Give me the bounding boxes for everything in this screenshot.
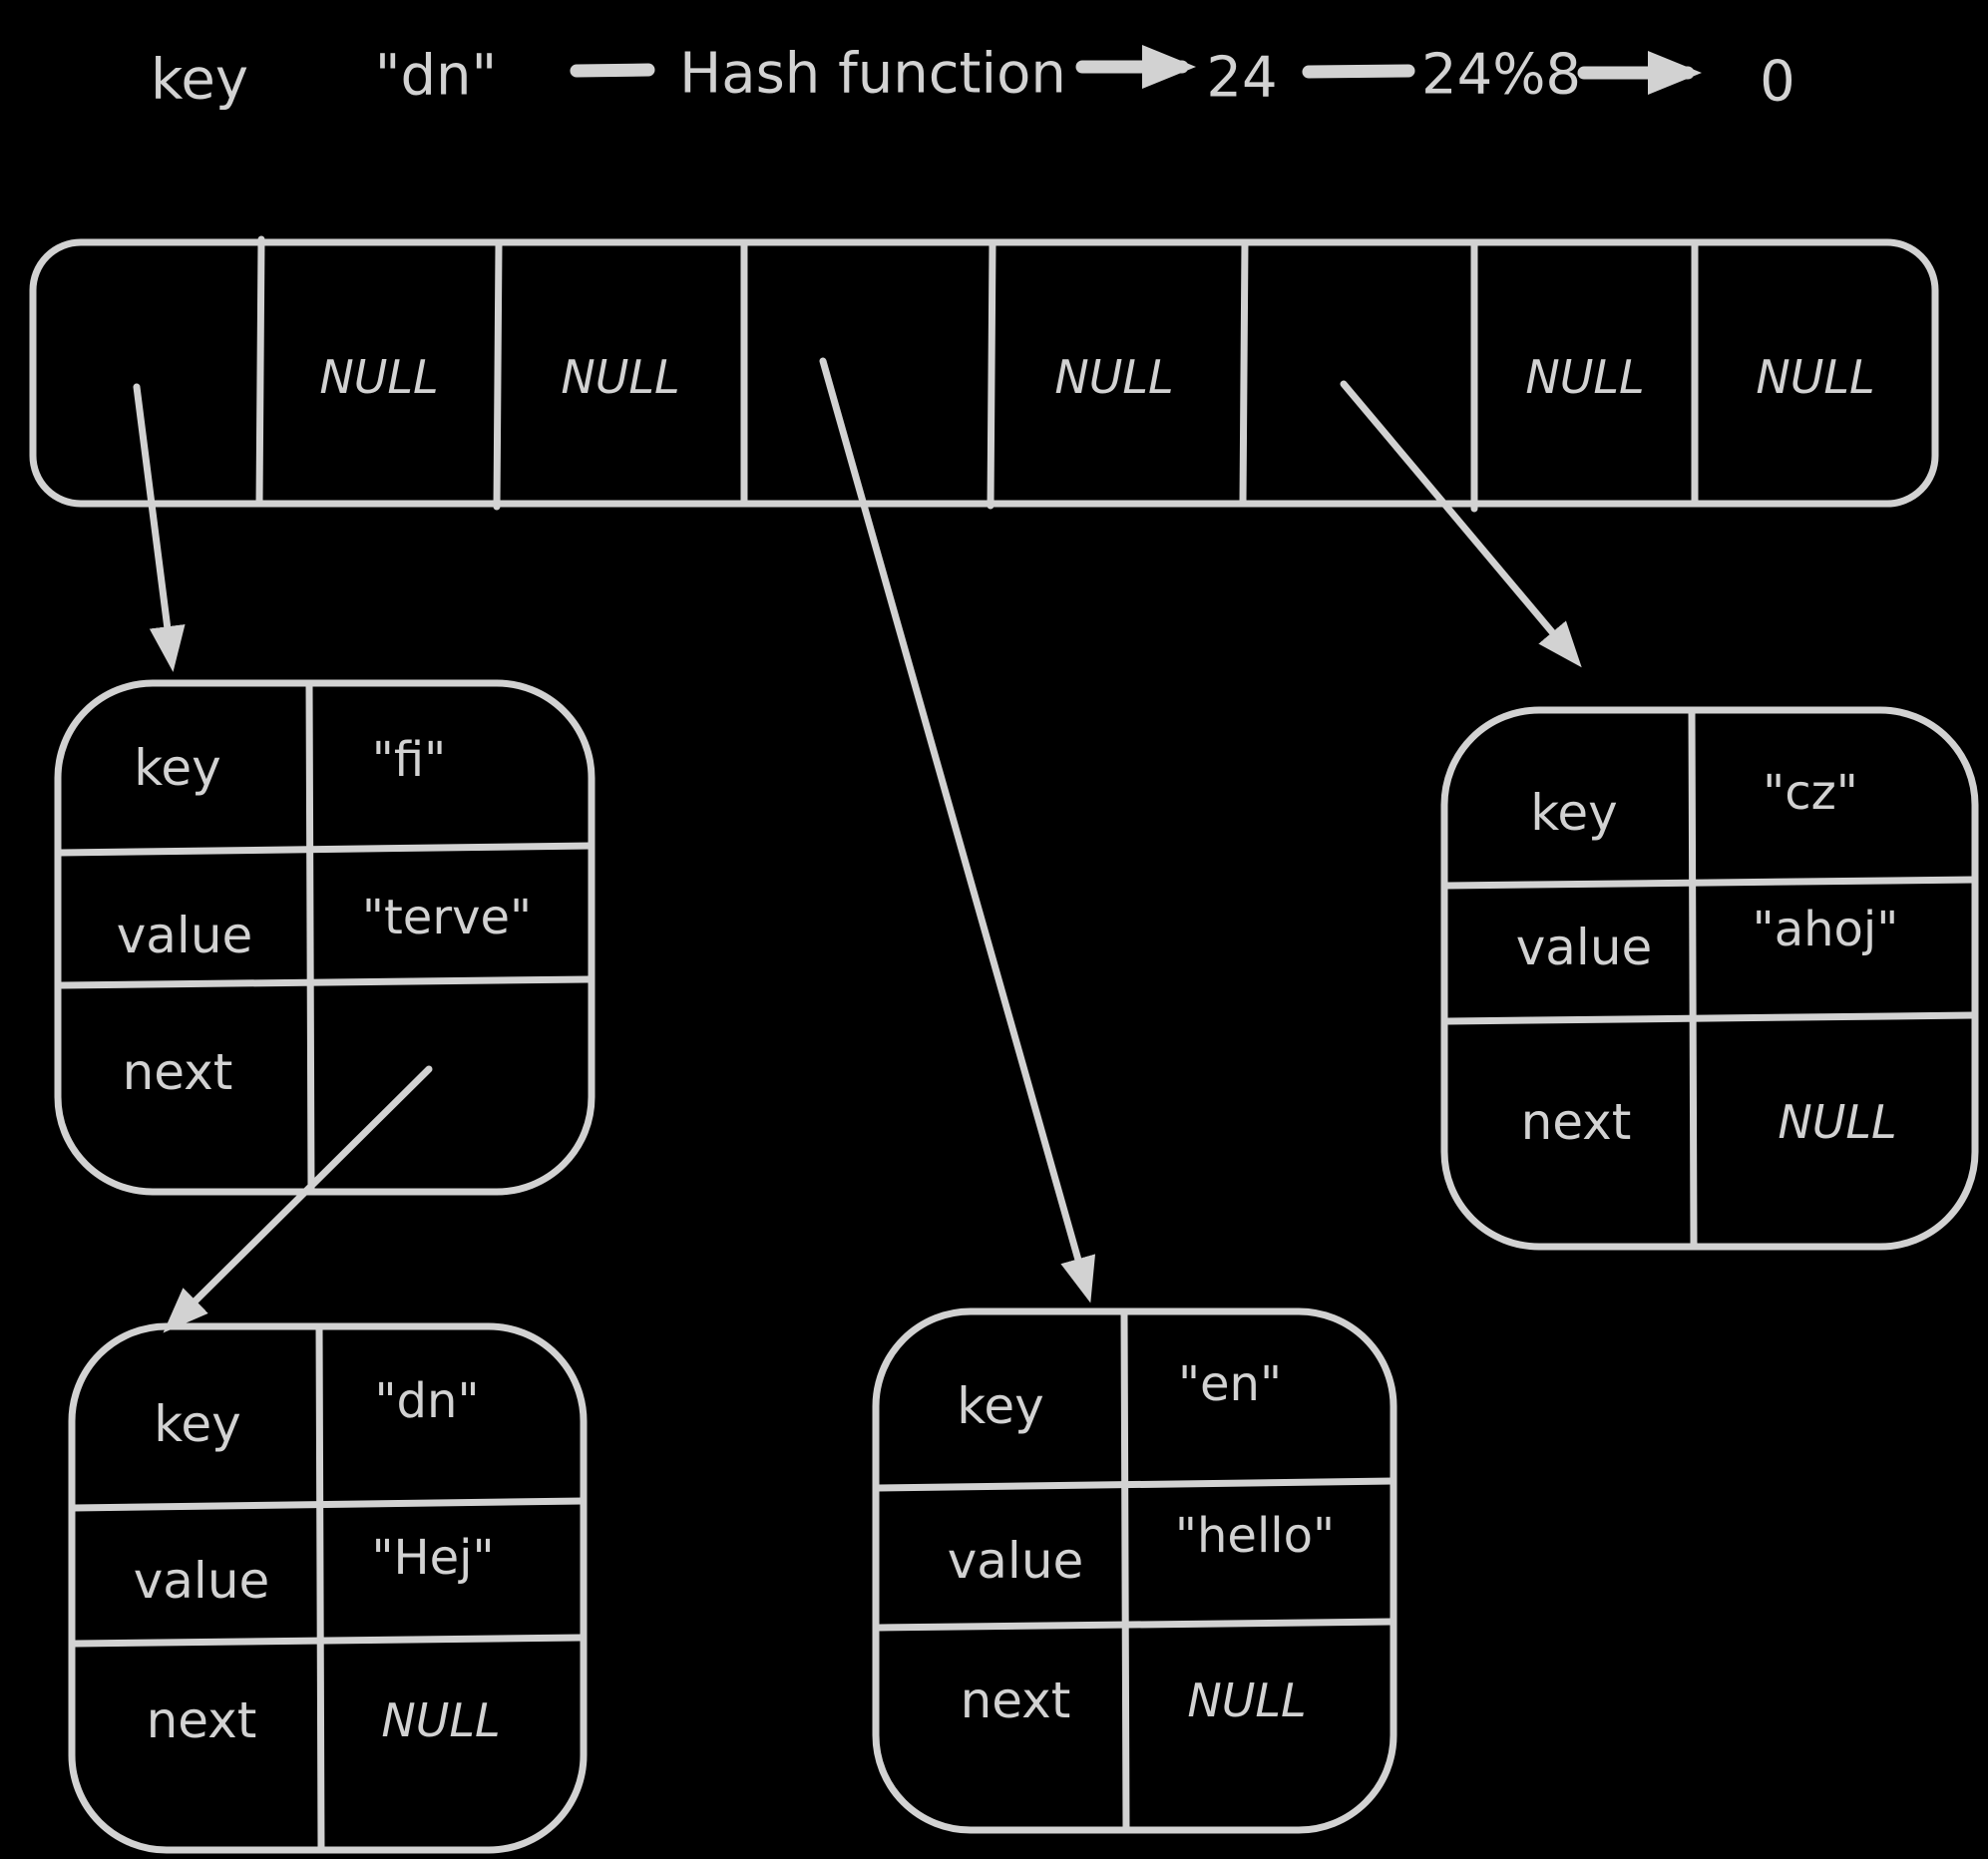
node-cz-row-divider-1 <box>1442 876 1979 890</box>
node-fi-row-divider-2 <box>58 975 593 989</box>
hash-table-array: NULL NULL NULL NULL NULL <box>29 235 1939 513</box>
node-dn-value-value: "Hej" <box>371 1530 494 1586</box>
node-fi-next-label: next <box>123 1043 233 1101</box>
node-fi: key "fi" value "terve" next <box>54 679 596 1196</box>
node-fi-key-value: "fi" <box>372 732 446 788</box>
arrow-slot3-to-en-node <box>819 357 1096 1303</box>
node-dn-outline <box>68 1322 588 1854</box>
node-cz-key-label: key <box>1530 784 1618 842</box>
node-fi-value-label: value <box>117 907 253 964</box>
formula-dash-1 <box>570 63 655 78</box>
node-cz-next-label: next <box>1521 1093 1632 1151</box>
node-dn-key-value: "dn" <box>374 1373 479 1429</box>
formula-dash-2 <box>1302 64 1415 79</box>
array-slot-2-null: NULL <box>561 350 679 404</box>
node-fi-value-value: "terve" <box>362 890 532 945</box>
node-cz-key-value: "cz" <box>1763 765 1858 821</box>
node-dn-col-divider <box>315 1322 325 1854</box>
array-divider-5 <box>1239 238 1249 508</box>
formula-key-label: key <box>151 48 248 113</box>
array-divider-1 <box>255 235 265 508</box>
array-slot-7-null: NULL <box>1756 350 1874 404</box>
node-en-value-value: "hello" <box>1175 1508 1335 1564</box>
arrow-slot0-to-fi-node <box>133 383 186 672</box>
formula-hash-output: 24 <box>1206 46 1277 111</box>
node-fi-row-divider-1 <box>56 842 596 857</box>
node-cz-col-divider <box>1688 706 1698 1251</box>
node-cz-value-value: "ahoj" <box>1753 902 1899 957</box>
node-dn-row-divider-1 <box>70 1497 588 1512</box>
array-slot-1-null: NULL <box>319 350 438 404</box>
node-cz-outline <box>1440 706 1979 1251</box>
array-divider-4 <box>987 239 996 510</box>
node-en-outline <box>872 1307 1397 1834</box>
array-divider-2 <box>493 240 503 511</box>
node-en: key "en" value "hello" next NULL <box>872 1307 1397 1834</box>
pointer-arrows <box>133 357 1582 1333</box>
node-fi-col-divider <box>305 679 315 1196</box>
node-en-value-label: value <box>948 1532 1084 1590</box>
node-en-col-divider <box>1120 1307 1130 1834</box>
node-dn: key "dn" value "Hej" next NULL <box>68 1322 588 1854</box>
node-cz-row-divider-2 <box>1444 1011 1977 1025</box>
node-fi-outline <box>54 679 596 1196</box>
arrow-slot5-to-cz-node <box>1340 380 1582 668</box>
node-cz: key "cz" value "ahoj" next NULL <box>1440 706 1979 1251</box>
node-dn-next-value: NULL <box>381 1693 500 1747</box>
node-en-next-value: NULL <box>1187 1673 1306 1727</box>
node-en-next-label: next <box>961 1672 1071 1729</box>
formula-bucket-index: 0 <box>1760 50 1795 115</box>
node-en-key-value: "en" <box>1178 1356 1282 1412</box>
node-en-key-label: key <box>957 1377 1044 1435</box>
node-dn-key-label: key <box>154 1395 241 1453</box>
arrow-fi-next-to-dn-node <box>163 1065 433 1333</box>
node-cz-value-label: value <box>1516 919 1653 976</box>
array-slot-4-null: NULL <box>1054 350 1173 404</box>
node-dn-row-divider-2 <box>72 1634 586 1648</box>
node-fi-key-label: key <box>134 739 221 797</box>
node-dn-value-label: value <box>134 1552 270 1610</box>
formula-mod-expression: 24%8 <box>1421 43 1581 108</box>
node-dn-next-label: next <box>147 1691 257 1749</box>
array-slot-6-null: NULL <box>1525 350 1644 404</box>
hash-formula-row: key "dn" Hash function 24 24%8 0 <box>151 42 1795 115</box>
array-outline <box>29 238 1939 508</box>
node-cz-next-value: NULL <box>1778 1095 1896 1149</box>
formula-key-value: "dn" <box>375 44 498 109</box>
node-en-row-divider-2 <box>876 1618 1395 1632</box>
formula-hash-function-label: Hash function <box>679 42 1066 107</box>
node-en-row-divider-1 <box>874 1477 1397 1492</box>
